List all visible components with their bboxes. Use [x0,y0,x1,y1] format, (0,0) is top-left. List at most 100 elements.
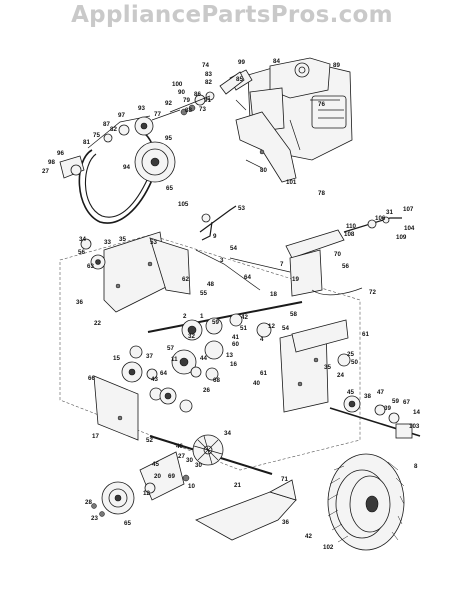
callout-label: 25 [347,351,354,358]
callout-label: 59 [212,319,219,326]
callout-label: 36 [282,519,289,526]
callout-label: 17 [92,433,99,440]
callout-label: 106 [375,215,386,222]
callout-label: 96 [57,150,64,157]
callout-label: 21 [234,482,241,489]
left-frame-plate-upper [80,231,191,313]
callout-label: 19 [292,276,299,283]
callout-label: 3 [220,257,224,264]
callout-label: 110 [346,223,357,230]
callout-label: 15 [113,355,120,362]
callout-label: 64 [160,370,167,377]
callout-label: 98 [48,159,55,166]
callout-label: 60 [232,341,239,348]
callout-label: 84 [273,58,280,65]
callout-label: 103 [409,423,420,430]
callout-label: 73 [199,106,206,113]
callout-label: 63 [87,263,94,270]
callout-label: 54 [230,245,237,252]
callout-label: 1 [200,313,204,320]
callout-label: 28 [85,499,92,506]
callout-label: 23 [91,515,98,522]
callout-labels: 74 99 83 84 89 82 85 76 100 90 86 91 88 … [42,58,420,551]
callout-label: 45 [152,461,159,468]
lower-pulley-assembly [91,451,190,517]
callout-label: 95 [165,135,172,142]
engine-bracket [235,99,297,183]
callout-label: 102 [323,544,334,551]
callout-label: 27 [42,168,49,175]
callout-label: 34 [79,236,86,243]
callout-label: 66 [88,375,95,382]
callout-label: 30 [195,462,202,469]
callout-label: 77 [154,111,161,118]
callout-label: 72 [369,289,376,296]
callout-label: 54 [282,325,289,332]
callout-label: 37 [146,353,153,360]
callout-label: 33 [104,239,111,246]
callout-label: 67 [403,399,410,406]
gear-assembly [121,313,272,401]
callout-label: 89 [333,62,340,69]
callout-label: 76 [318,101,325,108]
callout-label: 81 [83,139,90,146]
callout-label: 4 [260,336,264,343]
callout-label: 47 [377,389,384,396]
callout-label: 105 [178,201,189,208]
callout-label: 30 [186,457,193,464]
callout-label: 65 [166,185,173,192]
callout-label: 8 [414,463,418,470]
callout-label: 51 [240,325,247,332]
callout-label: 75 [93,132,100,139]
callout-label: 108 [344,231,355,238]
callout-label: 91 [204,97,211,104]
callout-label: 92 [165,100,172,107]
callout-label: 69 [168,473,175,480]
callout-label: 48 [207,281,214,288]
callout-label: 39 [384,405,391,412]
callout-label: 35 [324,364,331,371]
callout-label: 85 [236,76,243,83]
callout-label: 78 [318,190,325,197]
callout-label: 61 [260,370,267,377]
callout-label: 86 [194,91,201,98]
callout-label: 32 [188,333,195,340]
assembly-outline [59,234,361,471]
callout-label: 101 [286,179,297,186]
callout-label: 11 [171,356,178,363]
callout-label: 10 [188,483,195,490]
callout-label: 56 [78,249,85,256]
callout-label: 13 [226,352,233,359]
callout-label: 26 [203,387,210,394]
callout-label: 42 [241,314,248,321]
callout-label: 14 [413,409,420,416]
left-frame-plate-lower [93,375,193,441]
callout-label: 41 [232,334,239,341]
drive-belt-assembly [59,71,245,224]
callout-label: 90 [178,89,185,96]
callout-label: 56 [342,263,349,270]
callout-label: 44 [200,355,207,362]
callout-label: 55 [200,290,207,297]
callout-label: 42 [305,533,312,540]
callout-label: 53 [150,239,157,246]
right-frame-plate [279,319,413,439]
callout-label: 38 [364,393,371,400]
callout-label: 50 [351,359,358,366]
callout-label: 68 [213,377,220,384]
callout-label: 104 [404,225,415,232]
cover-panel [195,479,297,541]
shift-linkage [195,205,291,291]
callout-label: 16 [230,361,237,368]
drive-plate [192,434,224,466]
callout-label: 40 [253,380,260,387]
callout-label: 18 [270,291,277,298]
callout-label: 83 [205,71,212,78]
callout-label: 99 [238,59,245,66]
callout-label: 62 [182,276,189,283]
callout-label: 71 [281,476,288,483]
callout-label: 43 [151,376,158,383]
callout-label: 27 [178,453,185,460]
callout-label: 20 [154,473,161,480]
